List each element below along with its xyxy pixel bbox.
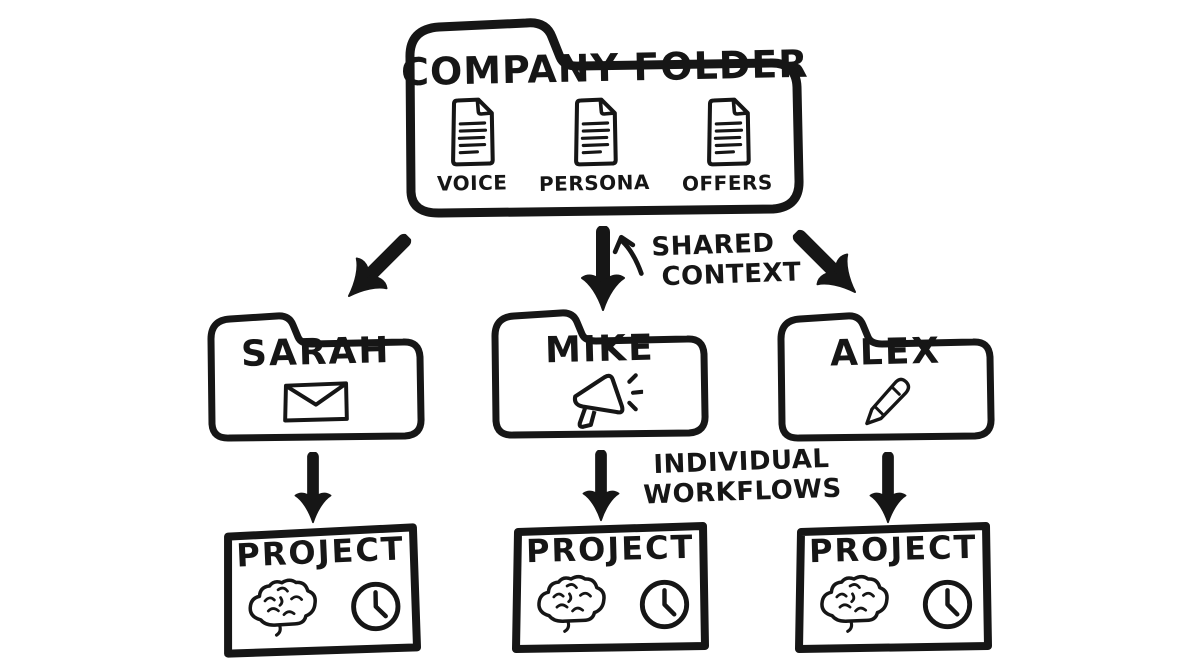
project-box-sarah: PROJECT — [220, 522, 422, 658]
shared-context-annotation: SHARED CONTEXT — [612, 227, 802, 292]
project-title: PROJECT — [235, 529, 406, 575]
document-offers: OFFERS — [682, 96, 774, 196]
megaphone-icon — [555, 368, 645, 434]
person-name: MIKE — [544, 327, 656, 372]
document-label: VOICE — [436, 170, 508, 196]
shared-context-line2: CONTEXT — [661, 257, 802, 293]
folder-outline-icon — [202, 306, 430, 448]
clock-icon — [637, 577, 692, 632]
project-icons — [812, 572, 975, 636]
document-persona: PERSONA — [539, 96, 651, 196]
down-arrow-icon — [290, 452, 336, 524]
brain-icon — [812, 572, 896, 636]
company-documents: VOICE PERSONA OFFERS — [436, 96, 774, 196]
shared-context-label: SHARED CONTEXT — [651, 227, 802, 292]
project-box-alex: PROJECT — [793, 521, 993, 654]
down-arrow-icon — [865, 452, 911, 524]
project-title: PROJECT — [808, 527, 978, 571]
folder-alex: ALEX — [772, 306, 1000, 448]
down-left-arrow-icon — [329, 218, 427, 316]
brain-icon — [239, 575, 324, 640]
project-icons — [239, 574, 403, 641]
project-icons — [529, 572, 692, 636]
company-folder: COMPANY FOLDER VOICE PERSONA OFFERS — [396, 10, 814, 228]
clock-icon — [347, 578, 403, 634]
document-icon — [700, 96, 756, 168]
individual-workflows-annotation: INDIVIDUAL WORKFLOWS — [641, 444, 843, 511]
person-name: SARAH — [240, 330, 392, 375]
folder-sarah: SARAH — [202, 306, 430, 448]
clock-icon — [920, 577, 975, 632]
project-box-mike: PROJECT — [510, 521, 710, 654]
folder-mike: MIKE — [486, 303, 714, 445]
document-voice: VOICE — [436, 96, 508, 196]
curved-arrow-icon — [612, 230, 646, 280]
person-name: ALEX — [829, 330, 943, 375]
individual-workflows-line2: WORKFLOWS — [642, 473, 843, 511]
document-label: OFFERS — [682, 170, 774, 196]
envelope-icon — [282, 379, 350, 424]
document-icon — [567, 96, 623, 168]
company-folder-title: COMPANY FOLDER — [400, 41, 810, 95]
project-title: PROJECT — [525, 527, 695, 571]
document-icon — [444, 96, 500, 168]
down-arrow-icon — [578, 450, 624, 522]
brain-icon — [529, 572, 613, 636]
pen-icon — [856, 371, 916, 431]
document-label: PERSONA — [539, 170, 651, 196]
